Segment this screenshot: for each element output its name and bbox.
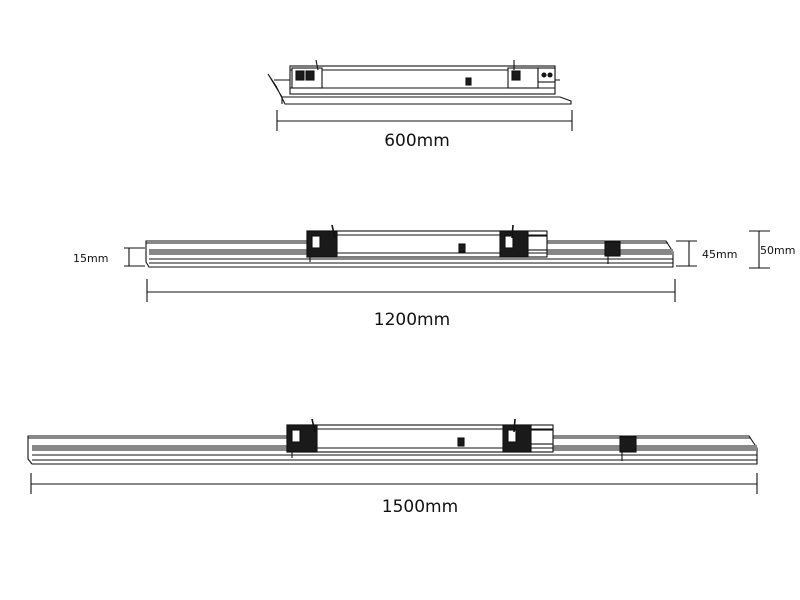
dimension-45 [676, 240, 697, 267]
fixture-600-drawing [267, 59, 572, 105]
fixture-1500-drawing [27, 418, 758, 465]
fixture-1200-clip-right [499, 230, 529, 258]
length-label-1200: 1200mm [374, 310, 450, 330]
height-label-50: 50mm [760, 244, 795, 257]
fixture-600-bar [267, 73, 572, 105]
fixture-1200-drawing [145, 224, 674, 268]
fixture-1200-terminal [527, 235, 548, 251]
fixture-1500-terminal [530, 429, 554, 445]
dimension-50 [749, 230, 770, 269]
fixture-1500-end-clip [619, 436, 637, 453]
height-label-15: 15mm [73, 252, 108, 265]
dimension-1200 [146, 279, 676, 302]
height-label-45: 45mm [702, 248, 737, 261]
dimension-15 [124, 247, 145, 267]
length-label-1500: 1500mm [382, 497, 458, 517]
fixture-1500-clip-right [502, 424, 532, 453]
length-label-600: 600mm [384, 131, 450, 151]
fixture-1200-end-clip [604, 241, 621, 257]
dimension-1500 [30, 473, 758, 494]
dimension-600 [276, 110, 573, 131]
